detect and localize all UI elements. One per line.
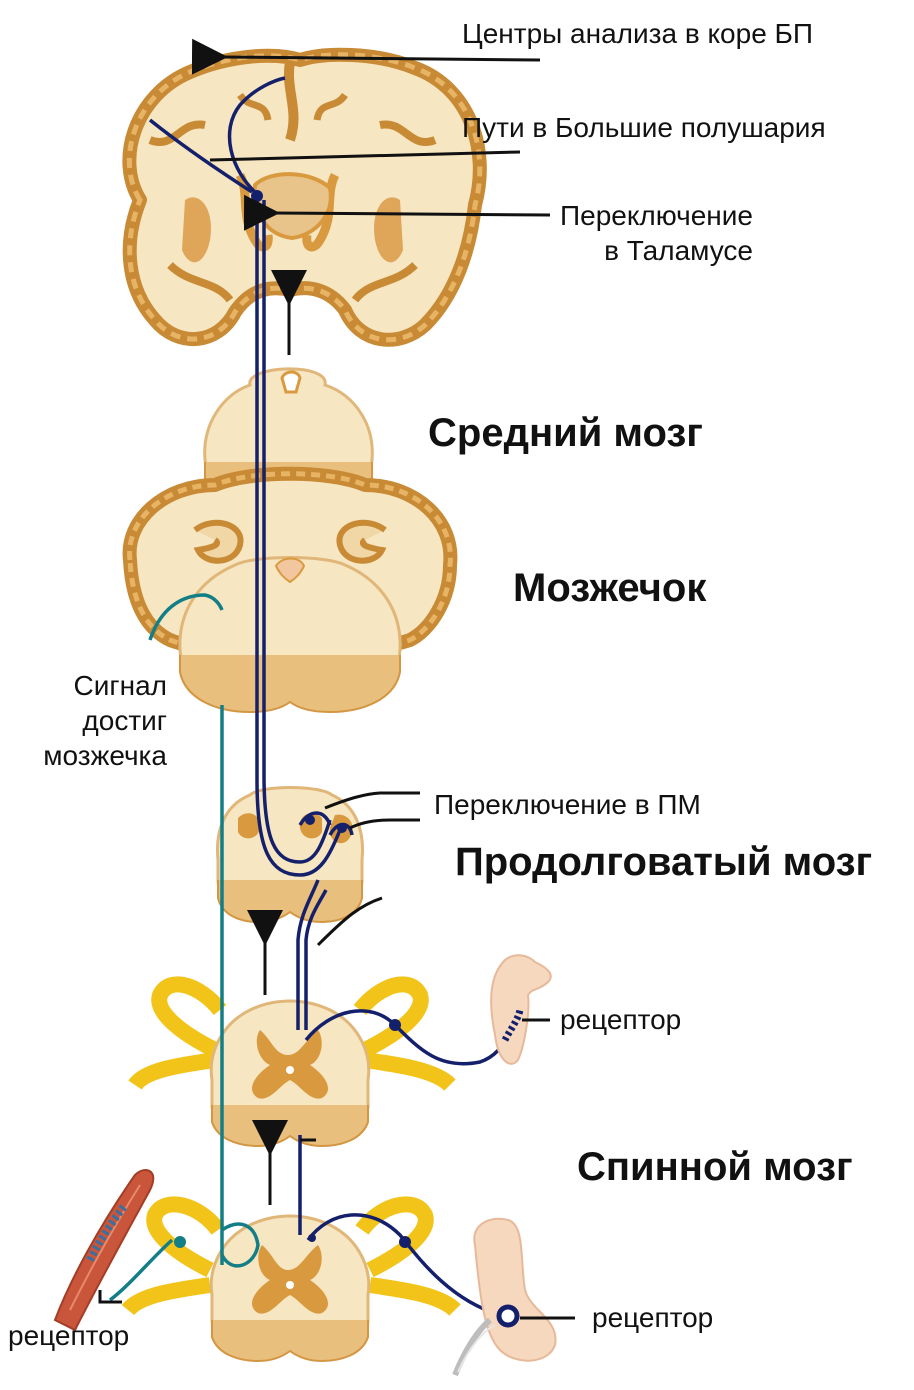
label-midbrain: Средний мозг <box>428 408 703 458</box>
label-cortex-centers: Центры анализа в коре БП <box>462 16 813 51</box>
label-signal-cerebellum: Сигнал достиг мозжечка <box>12 668 167 773</box>
teal-synapses <box>174 1236 186 1248</box>
spinal-segment-upper <box>135 984 450 1146</box>
label-receptor-muscle: рецептор <box>8 1318 129 1353</box>
label-receptor-foot: рецептор <box>592 1300 713 1335</box>
label-spinal-cord: Спинной мозг <box>577 1142 853 1192</box>
medulla-section <box>217 788 362 923</box>
hand-illustration <box>491 955 551 1064</box>
spinal-segment-lower <box>128 1204 455 1361</box>
foot-illustration <box>455 1219 556 1375</box>
label-medulla-switch: Переключение в ПМ <box>434 787 701 822</box>
arrow-thalamus-switch <box>274 213 550 215</box>
label-cerebellum: Мозжечок <box>513 563 706 613</box>
label-medulla: Продолговатый мозг <box>455 837 872 887</box>
label-receptor-hand: рецептор <box>560 1002 681 1037</box>
brain-section <box>129 55 479 340</box>
cerebellum-section <box>130 474 451 712</box>
label-thalamus-switch: Переключение в Таламусе <box>560 198 753 268</box>
label-hemisphere-paths: Пути в Большие полушария <box>462 110 826 145</box>
